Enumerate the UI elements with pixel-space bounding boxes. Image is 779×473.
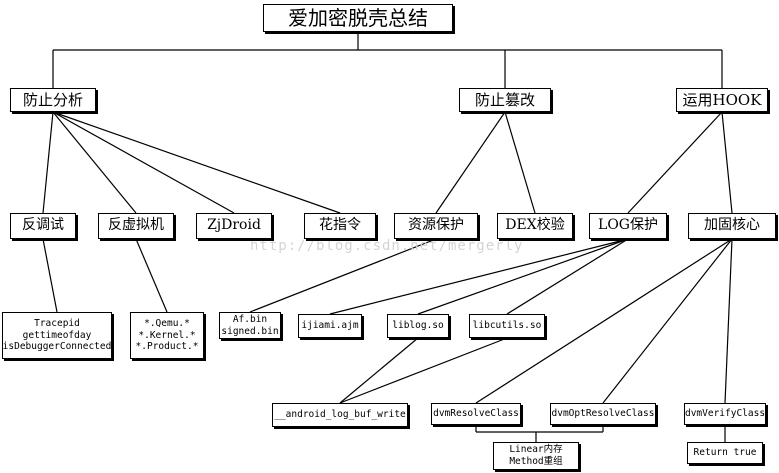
watermark: http://blog.csdn.net/mergerly bbox=[250, 238, 524, 254]
node-label-line: Af.bin bbox=[232, 313, 268, 325]
connector-edge bbox=[42, 111, 54, 214]
node-label-line: libcutils.so bbox=[472, 320, 542, 332]
node-anti-vm: 反虚拟机 bbox=[98, 213, 174, 239]
node-liblog: liblog.so bbox=[387, 314, 449, 338]
connector-edge bbox=[721, 111, 733, 214]
connector-edge bbox=[52, 111, 235, 214]
node-label-line: 防止篡改 bbox=[474, 90, 535, 109]
connector-edge bbox=[339, 337, 419, 404]
node-label-line: LOG保护 bbox=[598, 217, 658, 234]
node-anti-tamper: 防止篡改 bbox=[459, 88, 551, 112]
node-dvmverify: dvmVerifyClass bbox=[684, 403, 766, 425]
connector-edge bbox=[475, 238, 733, 404]
node-anti-debug: 反调试 bbox=[10, 213, 76, 239]
node-libcutils: libcutils.so bbox=[469, 314, 545, 338]
node-label-line: *.Kernel.* bbox=[138, 329, 196, 341]
node-dvmopt: dvmOptResolveClass bbox=[550, 403, 656, 425]
node-rettrue: Return true bbox=[687, 442, 763, 464]
node-flower: 花指令 bbox=[304, 213, 376, 239]
node-label-line: dvmVerifyClass bbox=[684, 408, 766, 420]
connector-edge bbox=[249, 238, 437, 313]
connector-edge bbox=[627, 111, 723, 214]
node-label-line: dvmOptResolveClass bbox=[551, 408, 655, 420]
node-use-hook: 运用HOOK bbox=[676, 88, 768, 112]
node-dex-check: DEX校验 bbox=[497, 213, 573, 239]
node-label-line: __android_log_buf_write bbox=[274, 409, 406, 421]
connector-edge bbox=[724, 238, 733, 404]
node-ijiami: ijiami.ajm bbox=[298, 314, 362, 338]
node-res-protect: 资源保护 bbox=[394, 213, 478, 239]
node-label-line: dvmResolveClass bbox=[433, 408, 519, 420]
connector-edge bbox=[135, 238, 168, 313]
connector-edge bbox=[417, 238, 629, 315]
node-anti-analysis: 防止分析 bbox=[10, 88, 96, 112]
node-label-line: 加固核心 bbox=[704, 217, 760, 234]
node-log-protect: LOG保护 bbox=[589, 213, 667, 239]
connector-edge bbox=[52, 111, 137, 214]
connector-edge bbox=[504, 111, 536, 214]
node-label-line: *.Qemu.* bbox=[144, 317, 190, 329]
connector-edge bbox=[329, 238, 629, 315]
node-label-line: 资源保护 bbox=[408, 217, 464, 234]
node-label-line: Tracepid bbox=[34, 317, 80, 329]
node-zjdroid: ZjDroid bbox=[196, 213, 272, 239]
node-label-line: isDebuggerConnected bbox=[2, 341, 112, 353]
node-label-line: signed.bin bbox=[221, 325, 279, 337]
connector-edge bbox=[602, 238, 733, 404]
node-label-line: gettimeofday bbox=[22, 329, 92, 341]
node-label-line: DEX校验 bbox=[505, 217, 565, 234]
node-qemu: *.Qemu.**.Kernel.**.Product.* bbox=[130, 312, 204, 359]
node-label-line: Method重组 bbox=[509, 456, 563, 467]
connector-edge bbox=[339, 337, 508, 404]
node-label-line: Linear内存 bbox=[509, 444, 563, 456]
node-label-line: 花指令 bbox=[319, 217, 361, 234]
node-label-line: ijiami.ajm bbox=[301, 320, 359, 332]
node-label-line: *.Product.* bbox=[135, 341, 199, 353]
node-label-line: 防止分析 bbox=[22, 90, 83, 109]
connector-edge bbox=[42, 238, 58, 313]
node-label-line: Return true bbox=[693, 447, 757, 459]
connector-edge bbox=[506, 238, 629, 315]
root-label: 爱加密脱壳总结 bbox=[288, 5, 428, 30]
node-dvmresolve: dvmResolveClass bbox=[431, 403, 521, 425]
node-alogbuf: __android_log_buf_write bbox=[272, 403, 408, 427]
node-label-line: ZjDroid bbox=[207, 217, 261, 234]
node-label-line: liblog.so bbox=[392, 320, 444, 332]
connector-edge bbox=[52, 111, 341, 214]
node-label-line: 运用HOOK bbox=[682, 90, 762, 109]
node-label-line: 反虚拟机 bbox=[108, 217, 164, 234]
node-harden-core: 加固核心 bbox=[688, 213, 776, 239]
root-node: 爱加密脱壳总结 bbox=[263, 4, 453, 32]
node-label-line: 反调试 bbox=[22, 217, 64, 234]
connector-edge bbox=[435, 111, 506, 214]
